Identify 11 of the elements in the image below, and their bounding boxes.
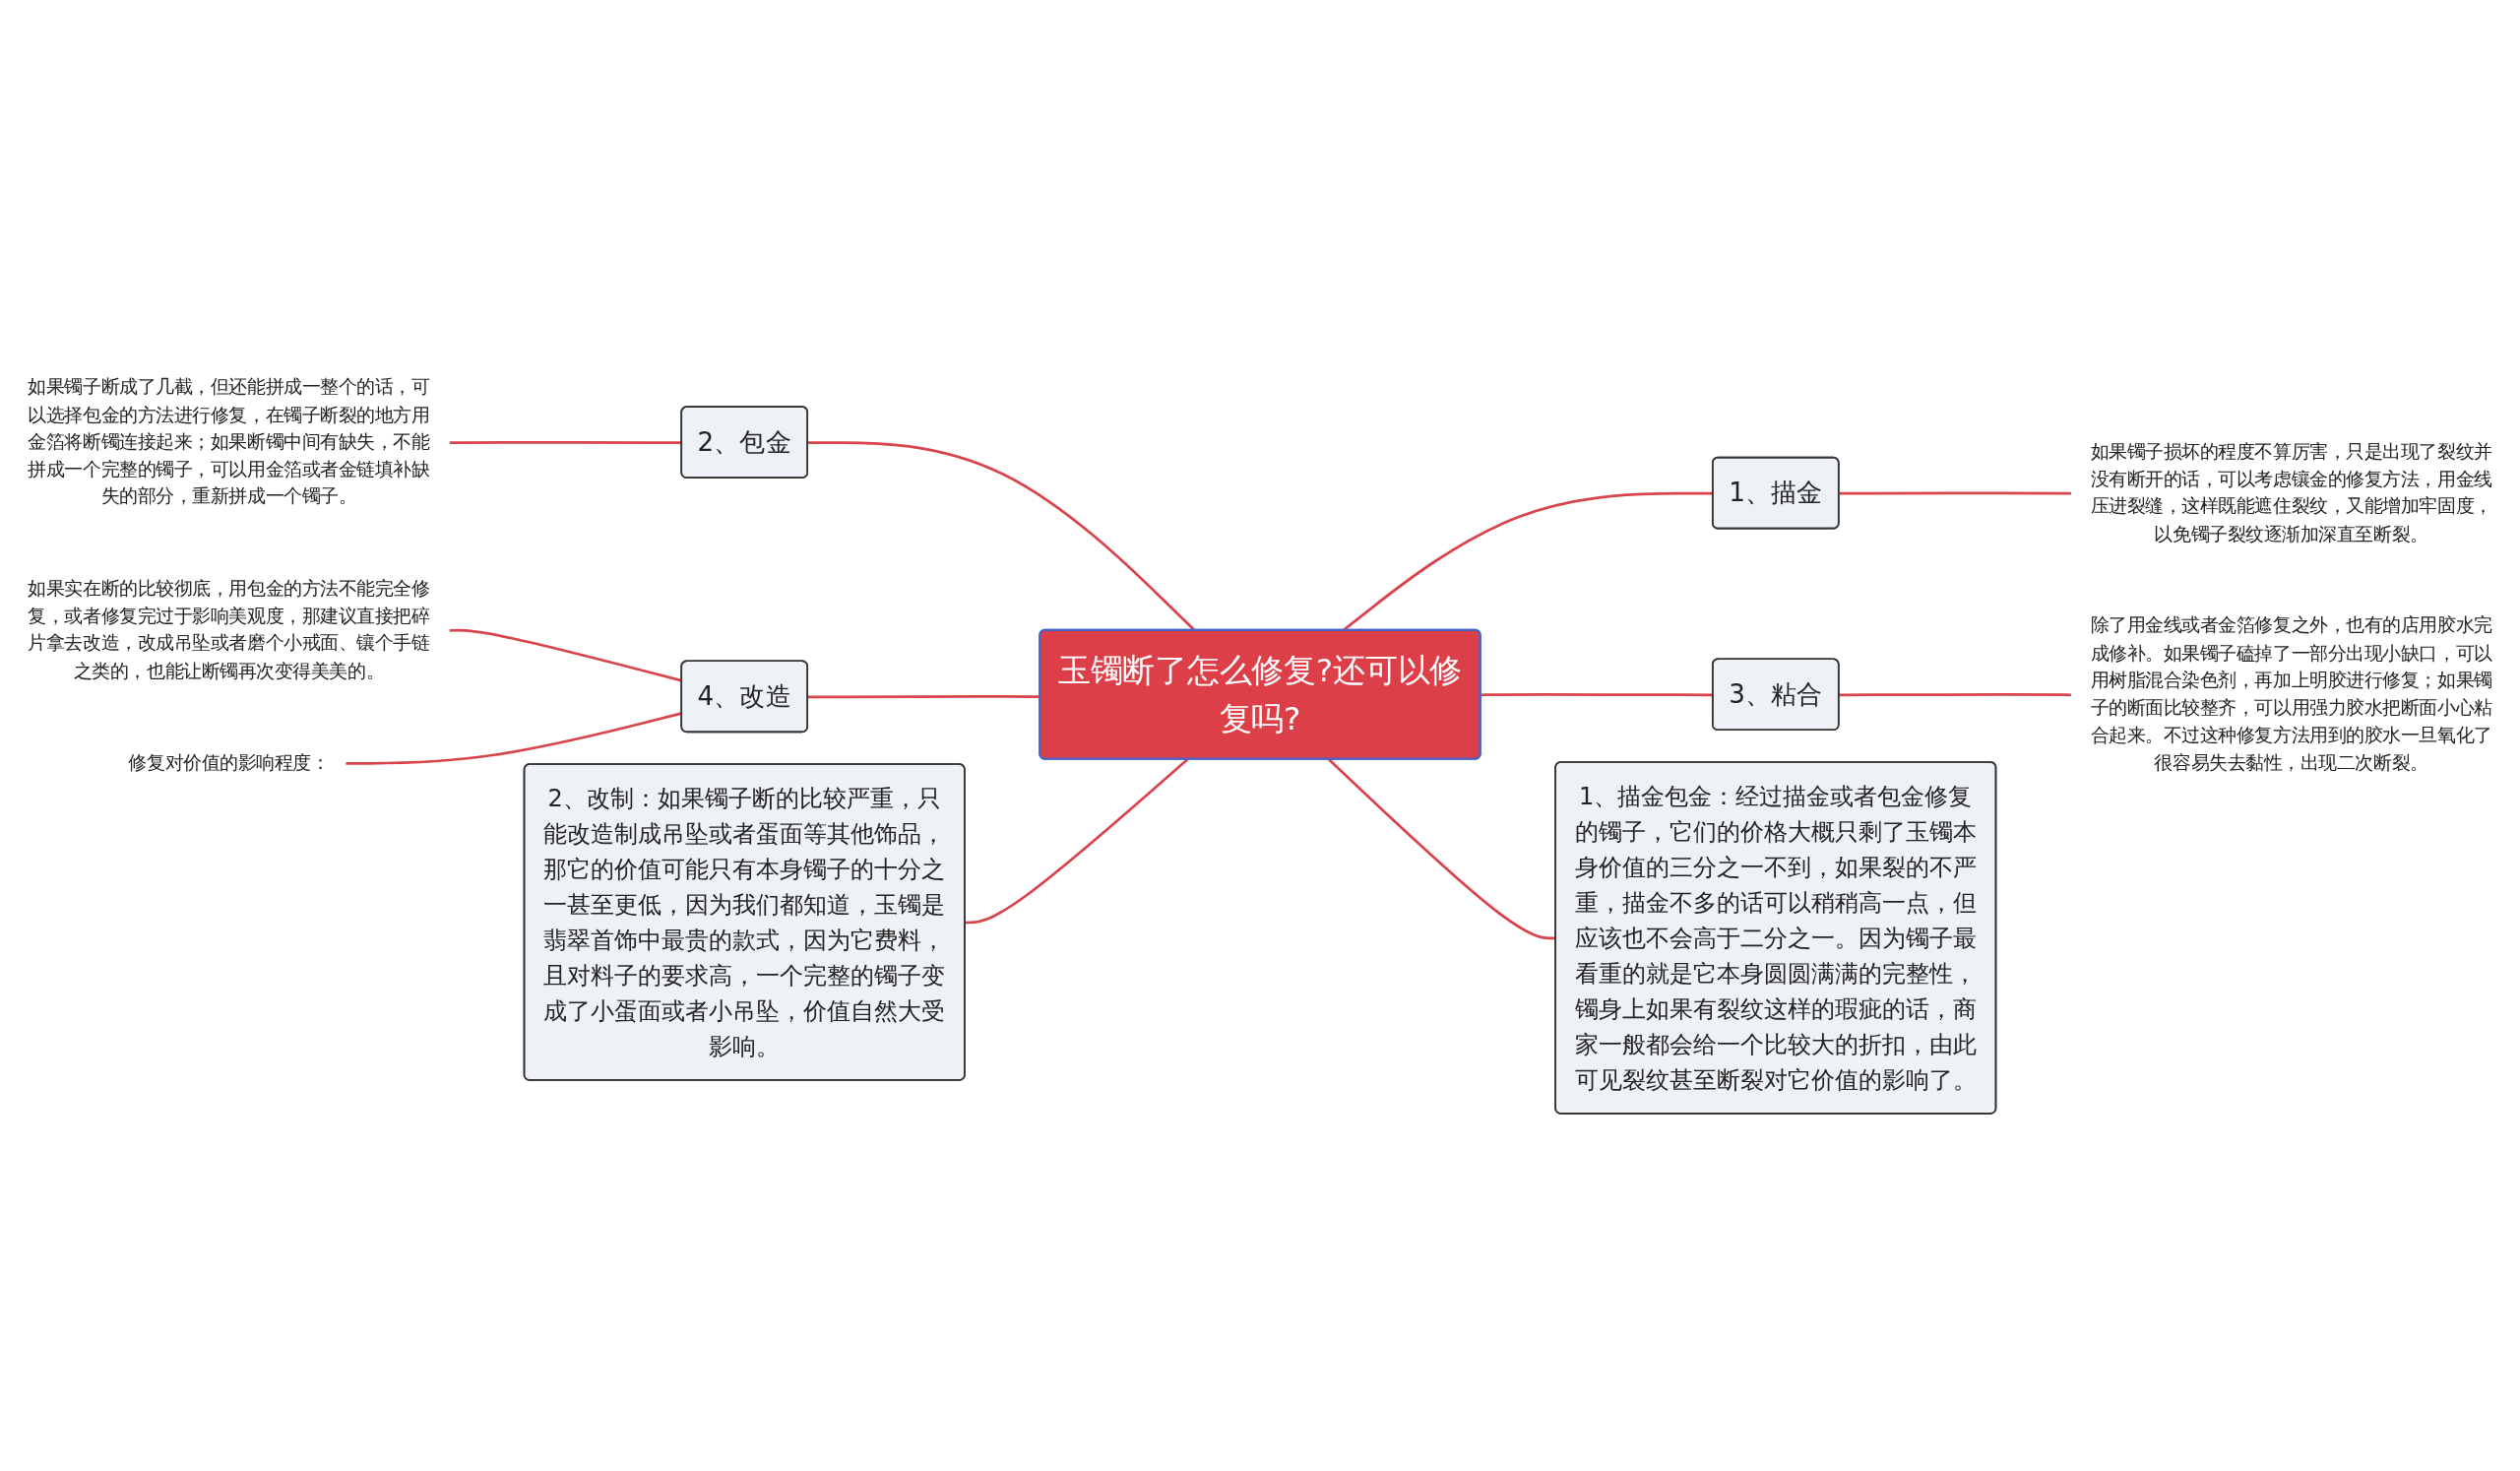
node-text: 如果实在断的比较彻底，用包金的方法不能完全修复，或者修复完过于影响美观度，那建议直接把碎片拿去改造，改成吊坠或者磨个小戒面、镶个手链之类的，也能让断镯再次变得美美的。 — [28, 577, 430, 681]
connector — [449, 440, 682, 444]
connector — [1839, 491, 2072, 495]
connector — [807, 695, 1040, 699]
connector — [1839, 693, 2072, 697]
node-text: 如果镯子损坏的程度不算厉害，只是出现了裂纹并没有断开的话，可以考虑镶金的修复方法，用金线压进裂缝，这样既能遮住裂纹，又能增加牢固度，以免镯子裂纹逐渐加深直至断裂。 — [2090, 440, 2492, 544]
node-text: 如果镯子断成了几截，但还能拼成一整个的话，可以选择包金的方法进行修复，在镯子断裂的地方用金箔将断镯连接起来；如果断镯中间有缺失，不能拼成一个完整的镯子，可以用金箔或者金链填补缺失的部分，重新拼成一个镯子。 — [28, 375, 430, 507]
node-text: 除了用金线或者金箔修复之外，也有的店用胶水完成修补。如果镯子磕掉了一部分出现小缺口，可以用树脂混合染色剂，再加上明胶进行修复；如果镯子的断面比较整齐，可以用强力胶水把断面小心粘合起来。不过这种修复方法用到的胶水一旦氧化了很容易失去黏性，出现二次断裂。 — [2090, 613, 2492, 773]
node-text: 修复对价值的影响程度： — [128, 751, 330, 773]
connector — [1328, 758, 1556, 940]
connector — [965, 758, 1189, 925]
